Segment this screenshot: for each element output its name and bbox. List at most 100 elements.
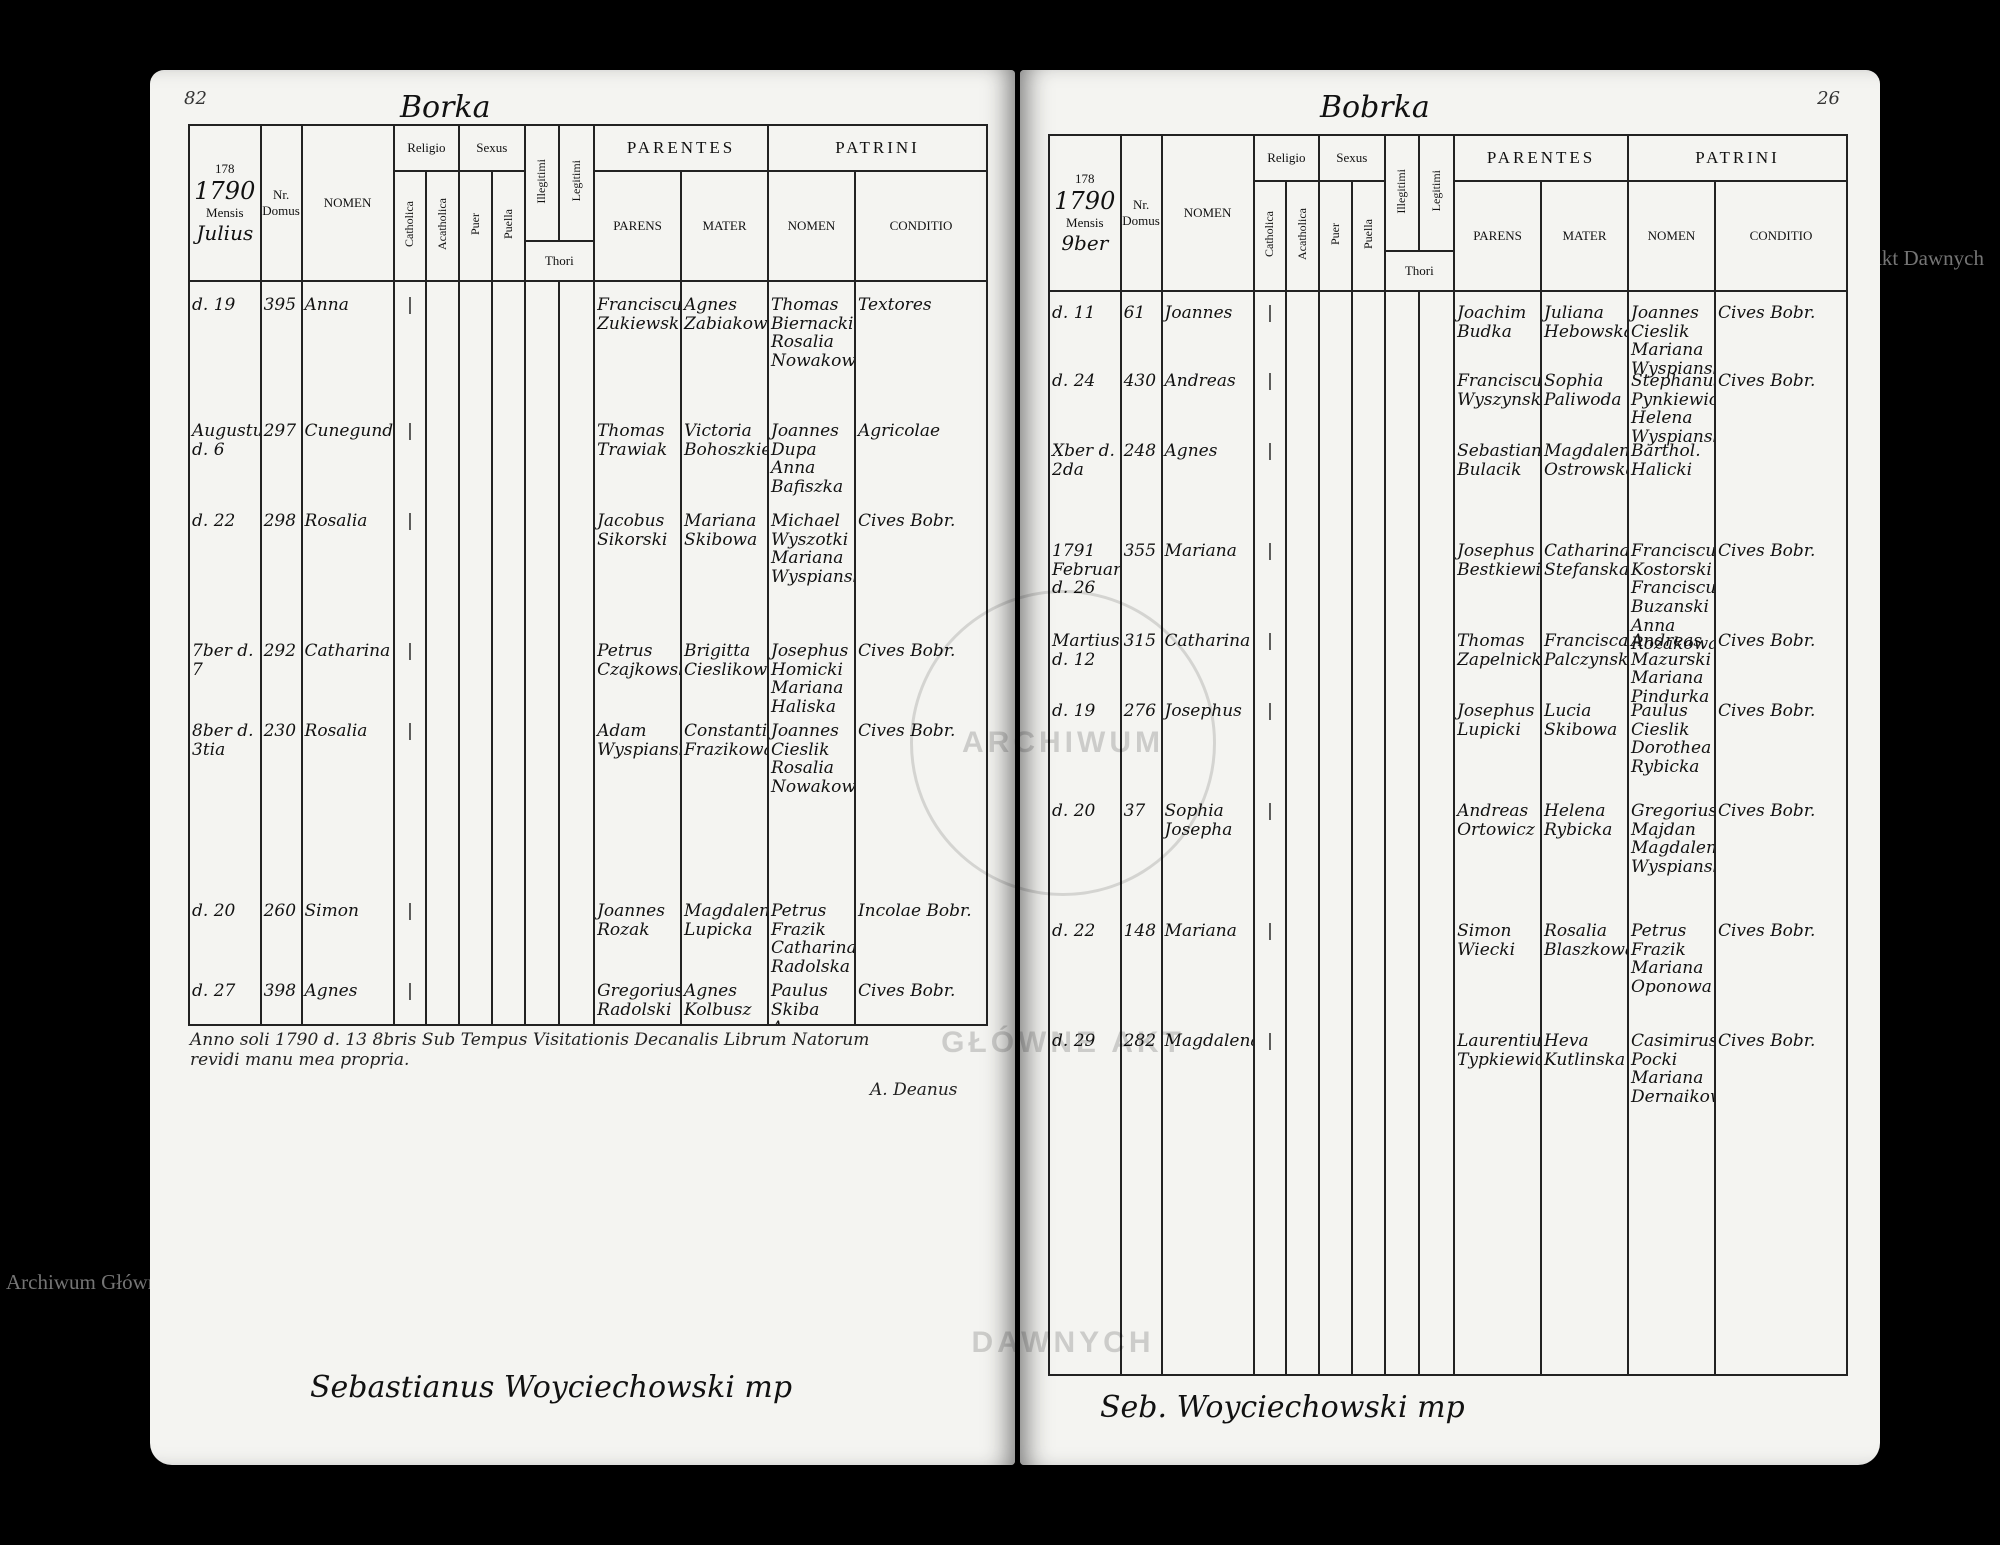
entry-patrini: Stephanus Pynkiewicz Helena Wyspianska — [1631, 371, 1715, 448]
entry-parens: Joannes Rozak — [597, 901, 665, 940]
entry-patrini: Franciscus Kostorski Franciscus Buzanski… — [1631, 541, 1715, 655]
page-number: 82 — [184, 88, 207, 109]
entry-conditio: Agricolae — [857, 421, 941, 441]
entry-name: Rosalia — [304, 721, 368, 741]
entry-mater: Sophia Paliwoda — [1544, 371, 1622, 410]
col-conditio: Cives Bobr. Cives Bobr. Cives Bobr. Cives B… — [1713, 291, 1849, 1376]
entry-date: d. 22 — [192, 511, 236, 531]
thori-header: Thori — [523, 240, 596, 282]
entry-patrini: Michael Wyszotki Mariana Wyspianska — [771, 511, 853, 588]
parentes-header: PARENTES — [1453, 134, 1629, 182]
entry-conditio: Cives Bobr. — [1717, 801, 1816, 821]
entry-parens: Franciscus Wyszynski — [1457, 371, 1542, 410]
sexus-header: Sexus — [458, 124, 526, 172]
entry-conditio: Cives Bobr. — [1717, 1031, 1816, 1051]
entry-patrini: Paulus Cieslik Dorothea Rybicka — [1631, 701, 1712, 778]
patrini-header: PATRINI — [1627, 134, 1848, 182]
entry-domus: 430 — [1123, 371, 1157, 391]
entry-patrini: Petrus Frazik Catharina Radolska — [771, 901, 855, 978]
entry-patrini: Joannes Dupa Anna Bafiszka — [771, 421, 844, 498]
page-heading: Bobrka — [1320, 90, 1430, 125]
parens-header: PARENS — [1453, 180, 1543, 292]
entry-conditio: Cives Bobr. — [1717, 541, 1816, 561]
entry-name: Mariana — [1164, 541, 1237, 561]
entry-mater: Heva Kutlinska — [1544, 1031, 1626, 1070]
col-puella — [490, 281, 526, 1026]
patrini-nomen-header: NOMEN — [767, 170, 856, 282]
entry-date: d. 19 — [192, 295, 236, 315]
page-number: 26 — [1817, 88, 1840, 109]
entry-date: d. 22 — [1052, 921, 1096, 941]
entry-domus: 292 — [263, 641, 297, 661]
entry-name: Rosalia — [304, 511, 368, 531]
entry-name: Andreas — [1164, 371, 1236, 391]
visitation-note: Anno soli 1790 d. 13 8bris Sub Tempus Vi… — [190, 1030, 870, 1070]
mater-header: MATER — [1540, 180, 1629, 292]
entry-mater: Francisca Palczynska — [1544, 631, 1628, 670]
mater-header: MATER — [680, 170, 769, 282]
entry-parens: Sebastianus Bulacik — [1457, 441, 1542, 480]
date-header: 178 1790 Mensis Julius — [188, 124, 262, 282]
entry-name: Anna — [304, 295, 349, 315]
entry-patrini: Thomas Biernacki Rosalia Nowakowska — [771, 295, 855, 372]
entry-patrini: Joannes Cieslik Rosalia Nowakowska — [771, 721, 855, 798]
domus-header: Nr. Domus — [1119, 134, 1163, 292]
entry-conditio: Cives Bobr. — [1717, 701, 1816, 721]
parens-header: PARENS — [593, 170, 683, 282]
entry-domus: 282 — [1123, 1031, 1157, 1051]
entry-conditio: Cives Bobr. — [857, 511, 956, 531]
entry-patrini: Paulus Skiba Agnes Winiarska — [771, 981, 828, 1023]
conditio-header: CONDITIO — [853, 170, 989, 282]
entry-domus: 398 — [263, 981, 297, 1001]
entry-date: d. 20 — [192, 901, 236, 921]
catholica-mark: | — [407, 295, 413, 315]
acatholica-header: Acatholica — [1285, 180, 1321, 292]
entry-conditio: Cives Bobr. — [857, 981, 956, 1001]
right-page: 26 Bobrka 178 1790 Mensis 9ber Nr. Domus… — [1020, 70, 1880, 1465]
entry-patrini: Andreas Mazurski Mariana Pindurka — [1631, 631, 1712, 708]
page-heading: Borka — [400, 90, 491, 125]
catholica-mark: | — [407, 901, 413, 921]
open-register-book: 82 Borka 178 1790 Mensis Julius Nr. Domu… — [150, 70, 1880, 1465]
entry-name: Mariana — [1164, 921, 1237, 941]
religio-header: Religio — [392, 124, 461, 172]
entry-name: Agnes — [304, 981, 358, 1001]
entry-name: Agnes — [1164, 441, 1218, 461]
religio-header: Religio — [1252, 134, 1321, 182]
entry-mater: Juliana Hebowska — [1544, 303, 1628, 342]
entry-parens: Thomas Zapelnicki — [1457, 631, 1542, 670]
sexus-header: Sexus — [1318, 134, 1386, 182]
catholica-mark: | — [1267, 631, 1273, 651]
entry-patrini: Barthol. Halicki — [1631, 441, 1701, 480]
entry-parens: Adam Wyspianski — [597, 721, 679, 760]
entry-name: Magdalena — [1164, 1031, 1254, 1051]
entry-domus: 297 — [263, 421, 297, 441]
legitimi-header: Legitimi — [1418, 134, 1456, 252]
col-catholica: ||||||||| — [1252, 291, 1288, 1376]
col-name: AnnaCunegundisRosaliaCatharinaRosaliaSim… — [300, 281, 395, 1026]
entry-conditio: Cives Bobr. — [1717, 371, 1816, 391]
col-puella — [1350, 291, 1386, 1376]
entry-conditio: Cives Bobr. — [1717, 303, 1816, 323]
catholica-mark: | — [1267, 701, 1273, 721]
puella-header: Puella — [1350, 180, 1386, 292]
catholica-mark: | — [1267, 441, 1273, 461]
catholica-mark: | — [1267, 541, 1273, 561]
entry-mater: Lucia Skibowa — [1544, 701, 1618, 740]
entry-mater: Rosalia Blaszkowa — [1544, 921, 1628, 960]
entry-patrini: Josephus Homicki Mariana Haliska — [771, 641, 849, 718]
entry-parens: Franciscus Zukiewski — [597, 295, 682, 334]
entry-parens: Josephus Lupicki — [1457, 701, 1535, 740]
parentes-header: PARENTES — [593, 124, 769, 172]
catholica-mark: | — [1267, 801, 1273, 821]
col-illegitimi — [523, 281, 561, 1026]
puella-header: Puella — [490, 170, 526, 282]
entry-mater: Helena Rybicka — [1544, 801, 1613, 840]
entry-mater: Agnes Kolbusz — [684, 981, 752, 1020]
visitation-sign: A. Deanus — [870, 1080, 958, 1100]
acatholica-header: Acatholica — [425, 170, 461, 282]
entry-date: d. 29 — [1052, 1031, 1096, 1051]
